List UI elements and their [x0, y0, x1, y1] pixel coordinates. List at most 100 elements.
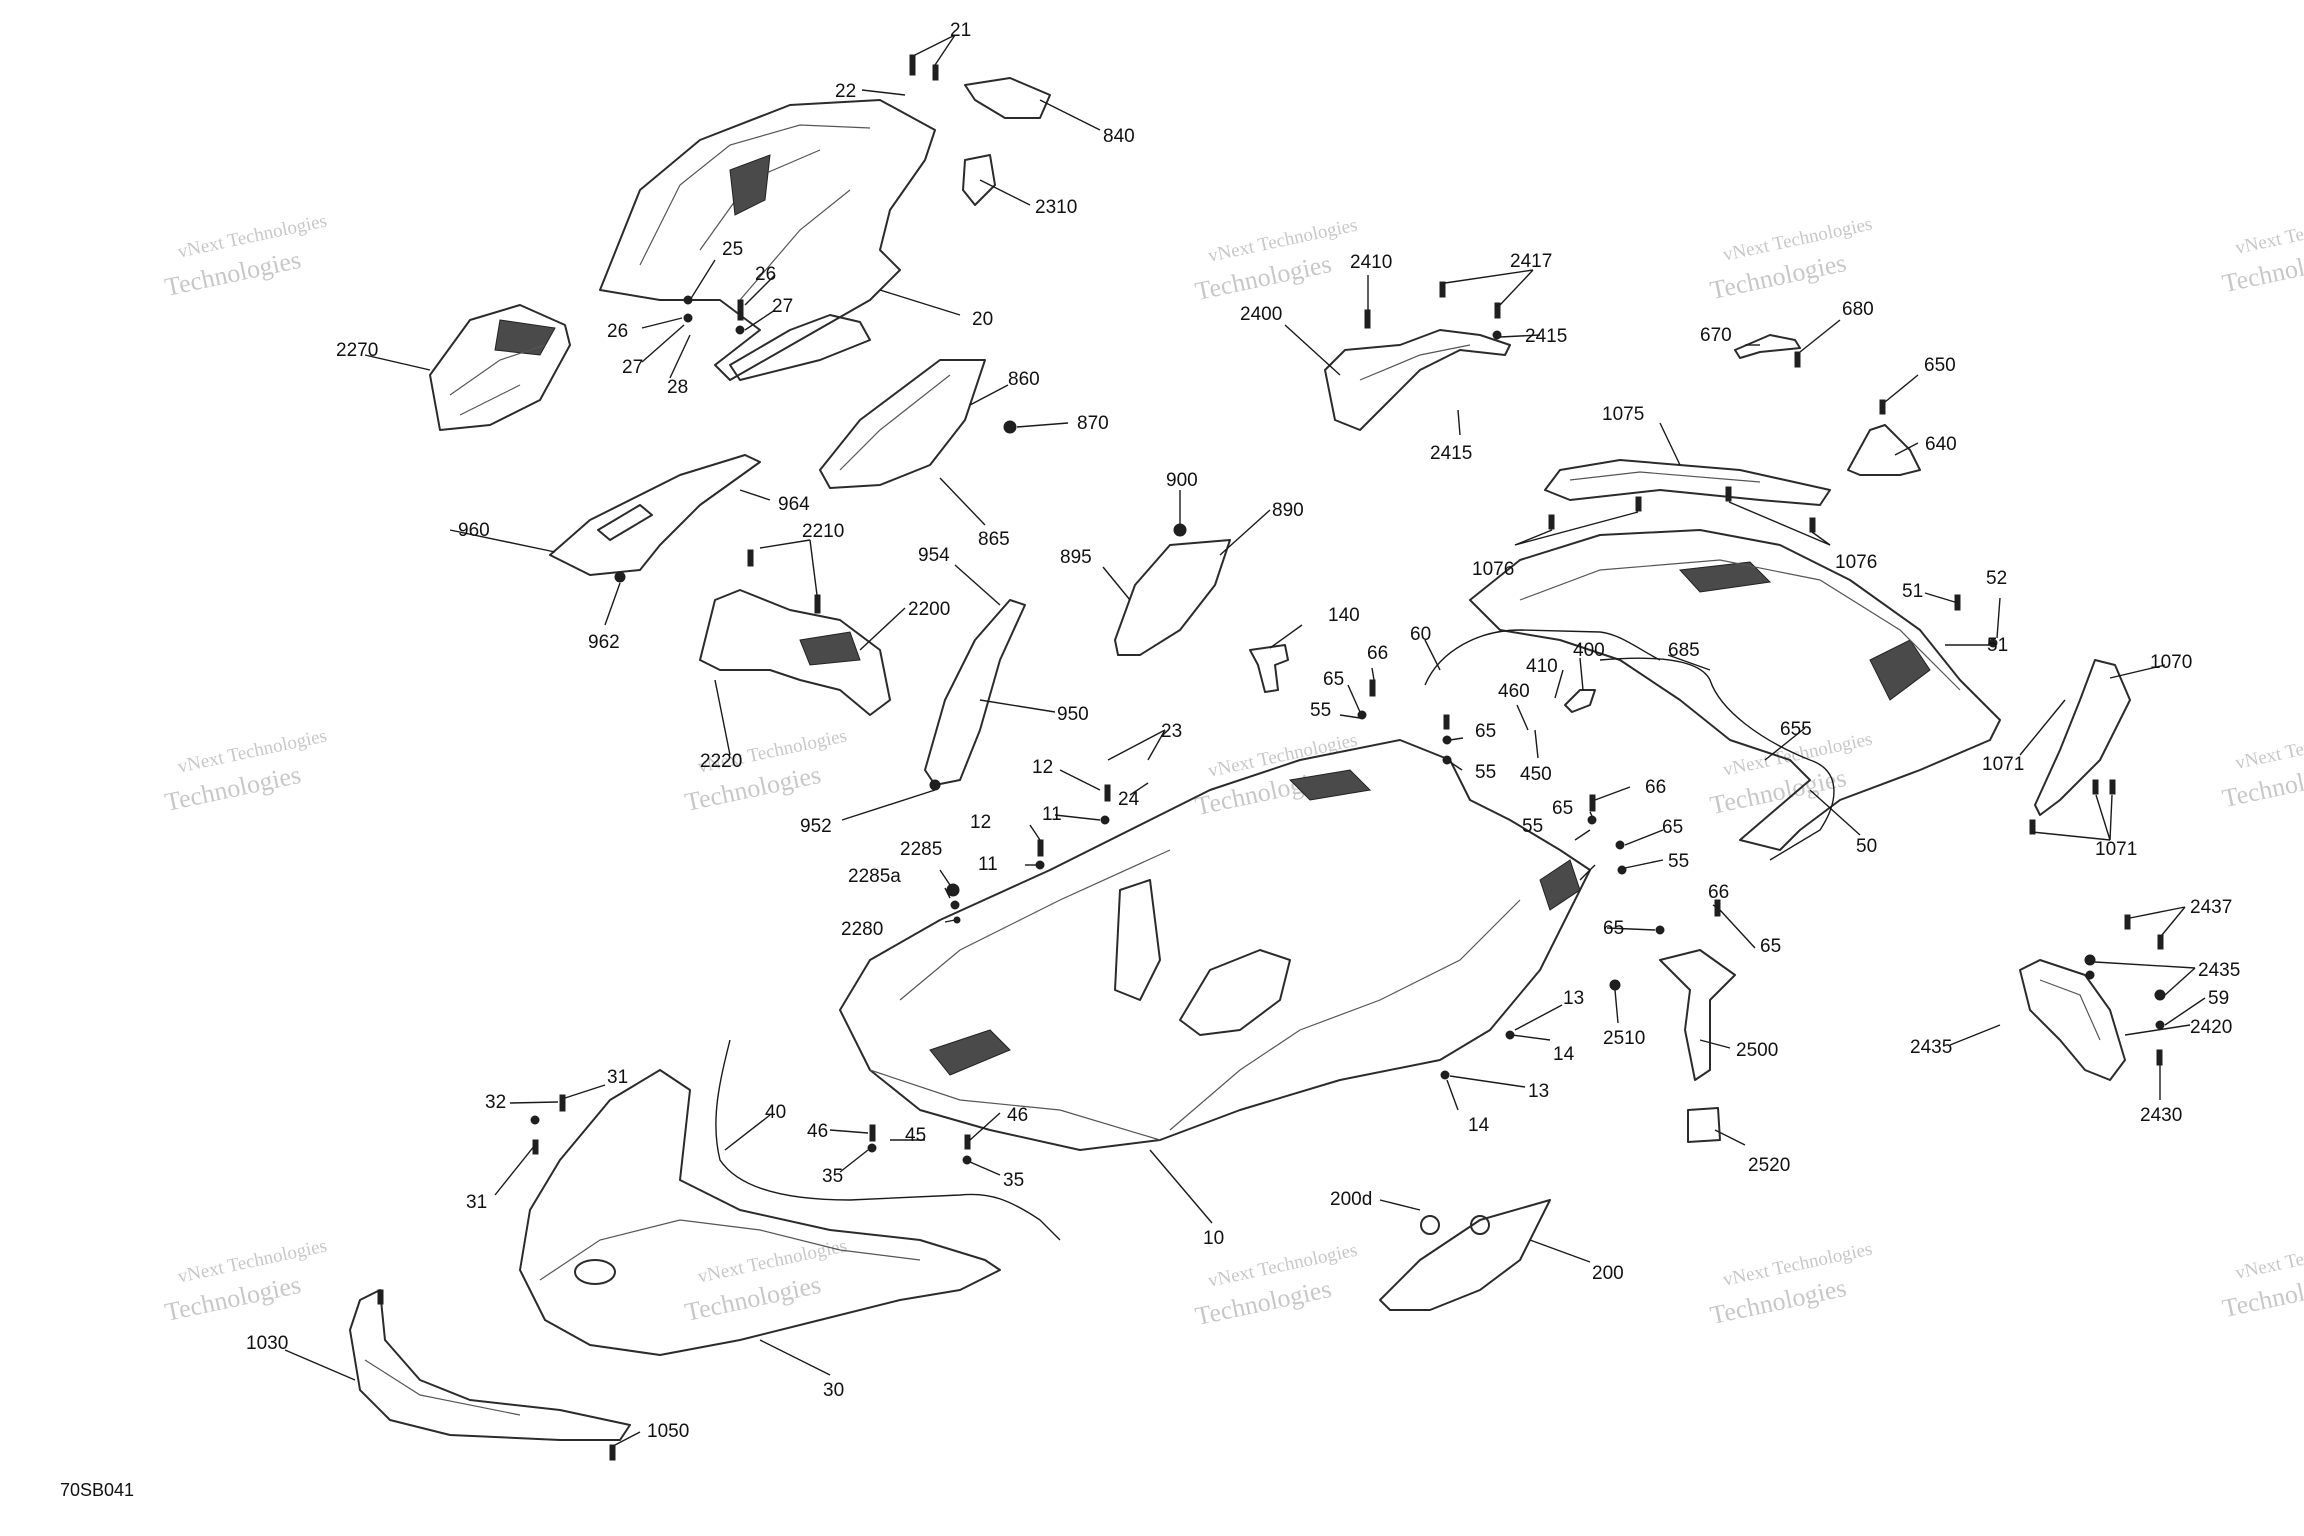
callout-label: 2415 — [1430, 443, 1472, 464]
callout-label: 31 — [466, 1192, 487, 1213]
callout-label: 28 — [667, 377, 688, 398]
callout-label: 2285a — [848, 866, 901, 887]
callout-label: 20 — [972, 309, 993, 330]
part-2200-bracket — [699, 589, 891, 716]
callout-label: 685 — [1668, 640, 1700, 661]
part-960-side-panel — [549, 454, 761, 583]
part-400-bracket — [1564, 689, 1596, 713]
svg-text:vNext Technologies: vNext Technologies — [2234, 207, 2304, 259]
callout-label: 900 — [1166, 470, 1198, 491]
part-50-rear-deck — [1469, 529, 2001, 851]
callout-label: 2520 — [1748, 1155, 1790, 1176]
callout-label: 65 — [1475, 721, 1496, 742]
callout-label: 962 — [588, 632, 620, 653]
part-2520-bumper — [1687, 1107, 1721, 1143]
callout-label: 2415 — [1525, 326, 1567, 347]
callout-label: 1076 — [1472, 559, 1514, 580]
part-890-panel — [1114, 539, 1231, 656]
part-670-hook — [1734, 334, 1801, 359]
callout-label: 66 — [1367, 643, 1388, 664]
callout-label: 65 — [1760, 936, 1781, 957]
callout-label: 26 — [607, 321, 628, 342]
callout-label: 1071 — [2095, 839, 2137, 860]
callout-label: 21 — [950, 20, 971, 41]
callout-label: 22 — [835, 81, 856, 102]
callout-label: 2500 — [1736, 1040, 1778, 1061]
callout-label: 2417 — [1510, 251, 1552, 272]
callout-label: 2200 — [908, 599, 950, 620]
callout-label: 950 — [1057, 704, 1089, 725]
callout-label: 2420 — [2190, 1017, 2232, 1038]
svg-text:vNext Technologies: vNext Technologies — [2234, 1232, 2304, 1284]
callout-label: 650 — [1924, 355, 1956, 376]
callout-label: 12 — [1032, 757, 1053, 778]
callout-label: 13 — [1563, 988, 1584, 1009]
callout-label: 46 — [807, 1121, 828, 1142]
callout-label: 27 — [622, 357, 643, 378]
callout-label: 14 — [1468, 1115, 1490, 1136]
callout-label: 1076 — [1835, 552, 1877, 573]
callout-label: 2285 — [900, 839, 942, 860]
callout-label: 55 — [1668, 851, 1689, 872]
callout-label: 680 — [1842, 299, 1874, 320]
callout-label: 25 — [722, 239, 743, 260]
callout-label: 23 — [1161, 721, 1182, 742]
callout-label: 52 — [1986, 568, 2007, 589]
callout-label: 2435 — [1910, 1037, 1952, 1058]
callout-label: 32 — [485, 1092, 506, 1113]
callout-label: 410 — [1526, 656, 1558, 677]
callout-label: 59 — [2208, 988, 2229, 1009]
part-200-cover — [1379, 1199, 1551, 1311]
callout-label: 35 — [822, 1166, 843, 1187]
callout-label: 26 — [755, 264, 776, 285]
part-30-hood — [519, 1069, 1001, 1356]
callout-label: 400 — [1573, 640, 1605, 661]
callout-label: 954 — [918, 545, 950, 566]
part-20-rear-cowl — [599, 99, 936, 381]
part-860-panel — [819, 359, 1017, 489]
callout-label: 895 — [1060, 547, 1092, 568]
callout-label: 2437 — [2190, 897, 2232, 918]
callout-label: 2210 — [802, 521, 844, 542]
callout-label: 14 — [1553, 1044, 1575, 1065]
part-10-hull — [839, 739, 1591, 1151]
callout-label: 55 — [1522, 816, 1543, 837]
part-840-cover — [964, 77, 1051, 119]
leader-lines — [284, 34, 2206, 1446]
callout-label: 11 — [978, 854, 998, 875]
callout-label: 50 — [1856, 836, 1877, 857]
callout-label: 45 — [905, 1125, 926, 1146]
callout-label: 24 — [1118, 789, 1140, 810]
part-1070-bumper — [2034, 659, 2131, 816]
callout-label: 65 — [1552, 798, 1573, 819]
callout-label: 655 — [1780, 719, 1812, 740]
callout-label: 2280 — [841, 919, 883, 940]
callout-label: 450 — [1520, 764, 1552, 785]
callout-label: 55 — [1475, 762, 1496, 783]
part-640-cover — [1847, 424, 1921, 476]
callout-label: 11 — [1042, 804, 1062, 825]
callout-label: 30 — [823, 1380, 844, 1401]
callout-label: 31 — [607, 1067, 628, 1088]
part-1030-bumper — [349, 1289, 631, 1441]
callout-label: 65 — [1323, 669, 1344, 690]
callout-label: 1050 — [647, 1421, 689, 1442]
callout-label: 870 — [1077, 413, 1109, 434]
callout-label: 66 — [1645, 777, 1666, 798]
callout-label: 200d — [1330, 1189, 1372, 1210]
callout-labels: 21 22 840 2310 25 26 26 27 27 28 20 2270… — [246, 20, 2240, 1442]
diagram-code: 70SB041 — [60, 1480, 135, 1500]
callout-label: 12 — [970, 812, 991, 833]
callout-label: 670 — [1700, 325, 1732, 346]
callout-label: 2400 — [1240, 304, 1282, 325]
